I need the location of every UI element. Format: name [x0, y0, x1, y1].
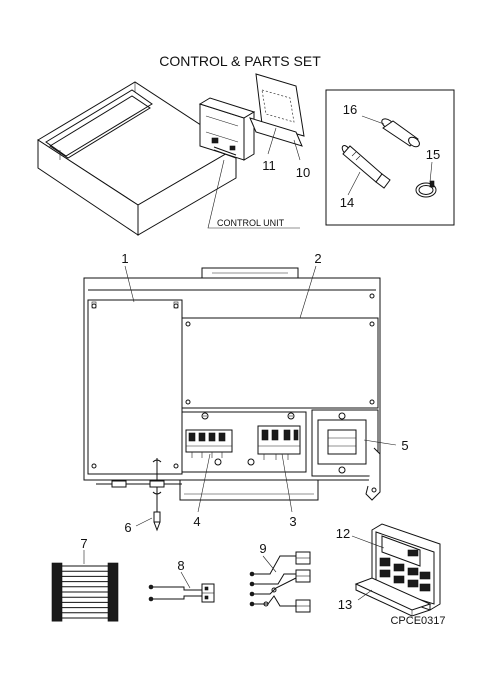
callout-10: 10 — [296, 165, 310, 180]
thermistor — [96, 458, 182, 532]
control-panel — [83, 267, 381, 501]
callout-3: 3 — [289, 514, 296, 529]
diagram-title: CONTROL & PARTS SET — [159, 53, 321, 69]
insulation-sleeve — [381, 118, 420, 148]
callout-12: 12 — [336, 526, 350, 541]
callout-2: 2 — [314, 251, 321, 266]
drain-hose — [341, 145, 391, 189]
callout-11: 11 — [262, 158, 276, 173]
callout-13: 13 — [338, 597, 352, 612]
control-board-right — [181, 317, 379, 409]
callout-9: 9 — [259, 541, 266, 556]
control-unit-box — [198, 97, 256, 161]
callout-7: 7 — [80, 536, 87, 551]
control-unit-label: CONTROL UNIT — [217, 218, 285, 228]
remote-holder — [354, 577, 432, 617]
terminal-block-part-3 — [257, 425, 301, 460]
terminal-block-part-4 — [185, 429, 233, 458]
callout-14: 14 — [340, 195, 354, 210]
wire-harness-8 — [148, 583, 215, 603]
callout-8: 8 — [177, 558, 184, 573]
indoor-unit-illustration: CONTROL UNIT — [37, 81, 300, 236]
wire-harness-9 — [249, 551, 311, 613]
callout-15: 15 — [426, 147, 440, 162]
drawing-code: CPCE0317 — [390, 615, 445, 627]
callout-4: 4 — [193, 514, 200, 529]
terminal-plate — [181, 411, 307, 473]
hose-clamp — [415, 180, 437, 198]
ribbon-connector-left — [51, 562, 63, 622]
callout-1: 1 — [121, 251, 128, 266]
callout-6: 6 — [124, 520, 131, 535]
cover-panel-parts — [249, 73, 305, 161]
accessory-parts-box — [325, 89, 455, 226]
callout-16: 16 — [343, 102, 357, 117]
callout-5: 5 — [401, 438, 408, 453]
transformer — [311, 409, 381, 501]
ribbon-connector-right — [107, 562, 119, 622]
ribbon-cable — [51, 562, 119, 622]
